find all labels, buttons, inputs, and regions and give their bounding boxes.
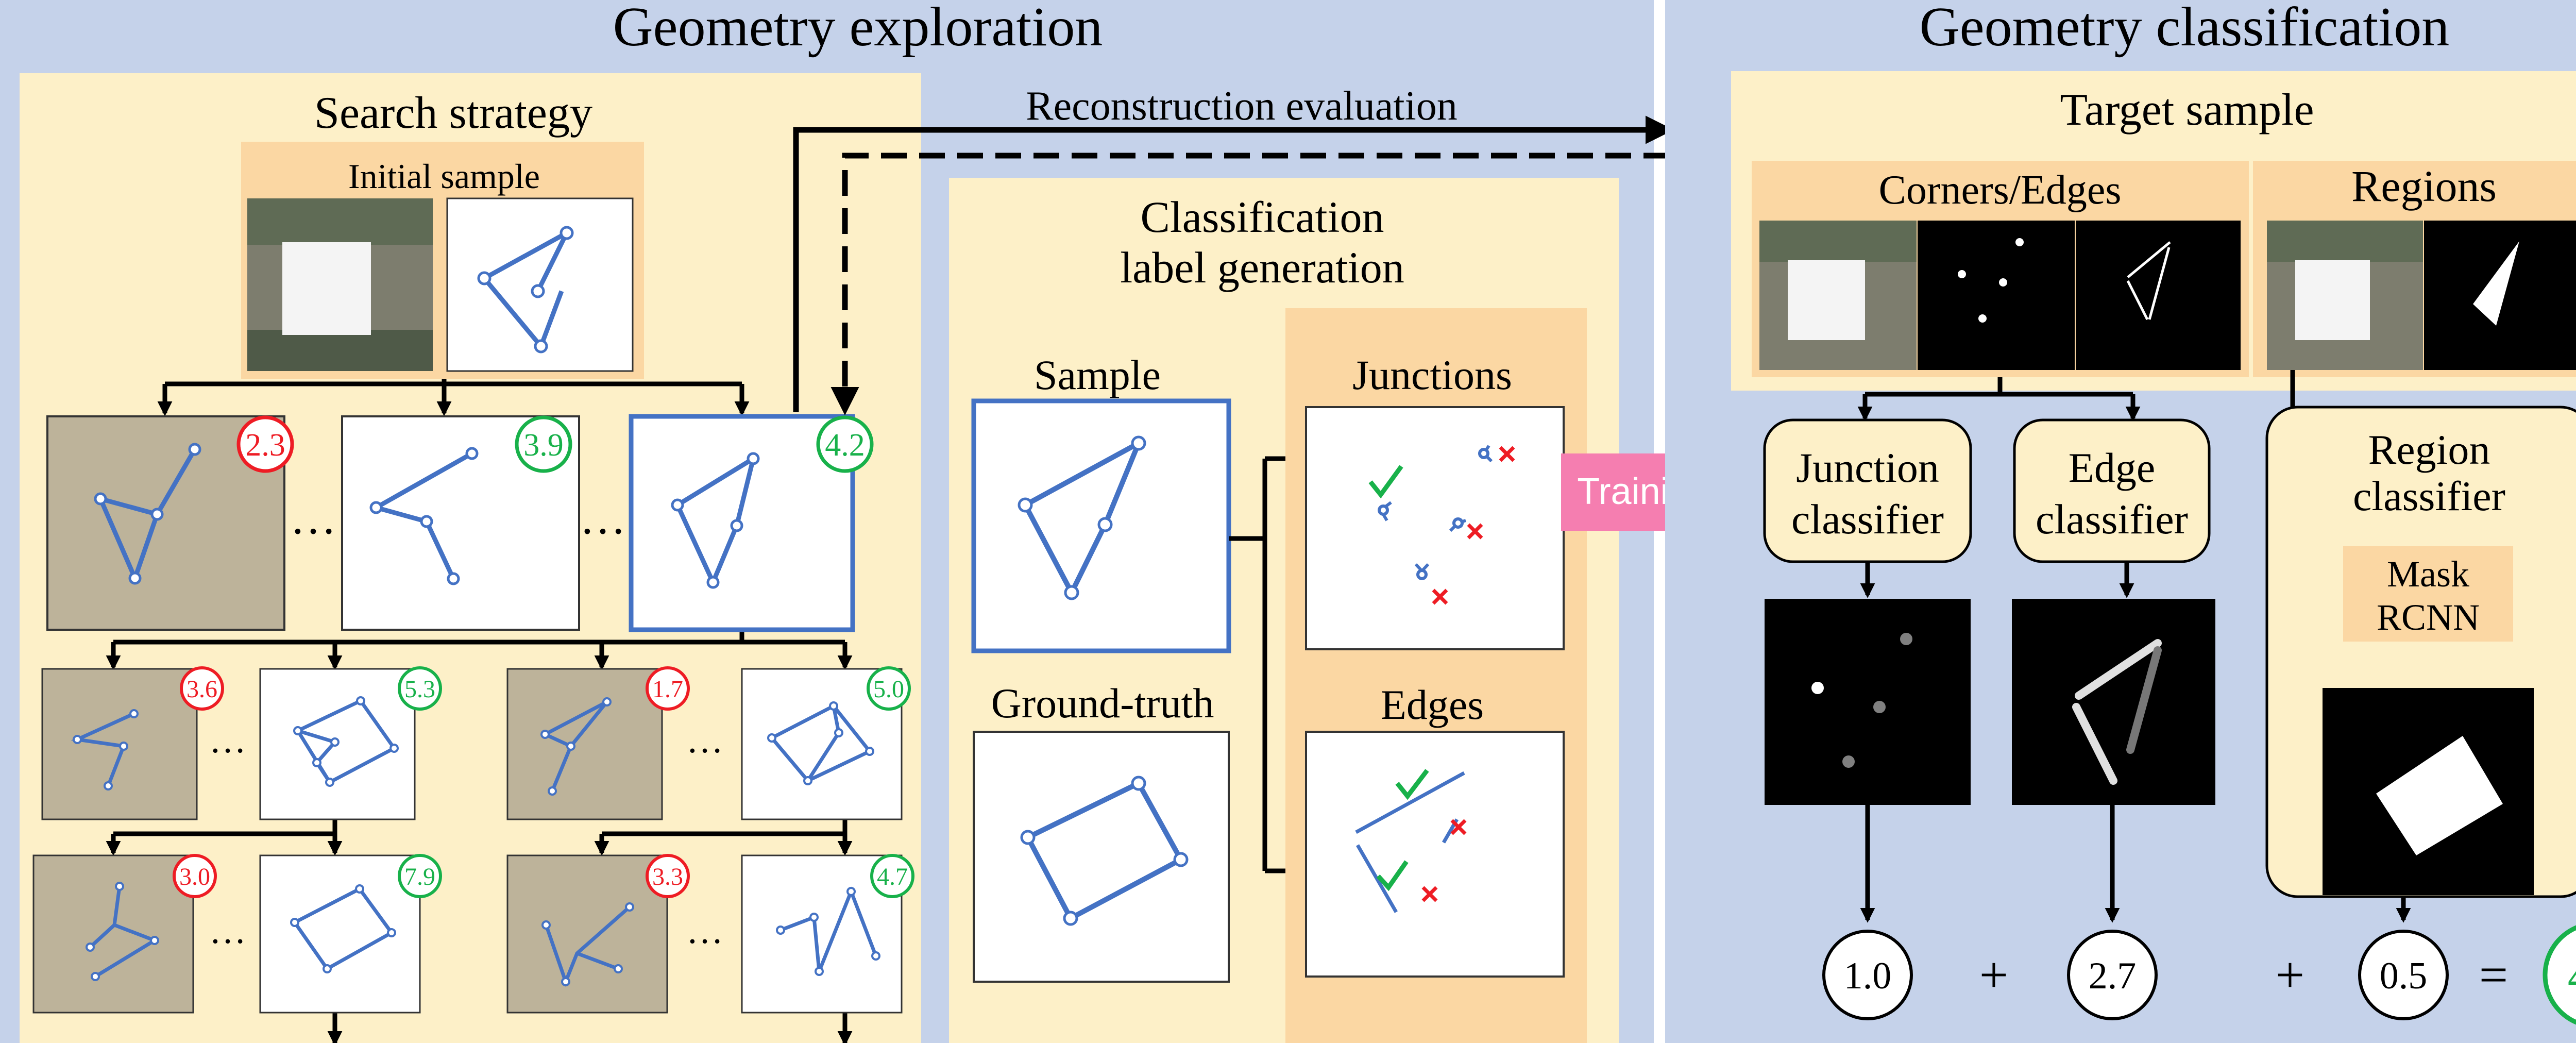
edge-score [2067, 930, 2158, 1020]
ground-truth-label: Ground-truth [991, 680, 1214, 727]
cross-icon [1432, 588, 1448, 605]
score-text: 3.9 [523, 428, 564, 463]
edge-classifier-label: Edge [2069, 444, 2155, 491]
score-badge [646, 666, 690, 711]
region-score-text: 0.5 [2380, 955, 2428, 997]
score-badge [870, 854, 914, 898]
score-text: 4.7 [877, 863, 908, 890]
junction-output-map [1765, 599, 1971, 805]
score-text: 4.2 [825, 428, 865, 463]
region-classifier-label: Region [2368, 426, 2490, 473]
total-score [2543, 925, 2576, 1025]
edges-label: Edges [1381, 681, 1484, 728]
cross-icon [1467, 523, 1483, 540]
ground-truth-image [973, 731, 1230, 983]
initial-geometry [481, 231, 568, 351]
tree-connectors [106, 379, 853, 1043]
score-badge [173, 854, 217, 898]
mask-rcnn-label: Mask [2387, 553, 2469, 595]
candidate-thumbnail [32, 854, 194, 1014]
check-icon [1395, 769, 1429, 800]
ellipsis: … [580, 493, 626, 544]
ellipsis: … [686, 719, 723, 761]
region-classifier-label: classifier [2353, 473, 2505, 519]
total-score-text: 4.2 [2568, 951, 2576, 1002]
initial-satellite-image [247, 198, 433, 371]
junctions-image [1305, 406, 1565, 650]
score-text: 7.9 [404, 863, 435, 890]
score-badge [816, 415, 874, 473]
sample-label: Sample [1034, 351, 1161, 398]
plus-sign: + [1979, 946, 2008, 1003]
exploration-title: Geometry exploration [613, 0, 1103, 58]
edge-output-map [2012, 599, 2215, 805]
score-text: 5.3 [404, 676, 435, 703]
score-badge [646, 854, 690, 898]
junction-score [1822, 930, 1913, 1020]
score-badge [867, 666, 911, 711]
cross-icon [1450, 819, 1467, 835]
score-badge [398, 666, 442, 711]
junction-score-text: 1.0 [1844, 955, 1892, 997]
reconstruction-evaluation-label: Reconstruction evaluation [1026, 83, 1458, 129]
mask-rcnn-box [2343, 546, 2513, 642]
ellipsis: … [290, 493, 336, 544]
score-text: 5.0 [873, 676, 904, 703]
corner-map-image [1918, 221, 2075, 370]
edge-classifier-label: classifier [2036, 496, 2188, 543]
check-icon [1368, 465, 1403, 499]
evaluation-arrow [793, 115, 1674, 412]
mask-rcnn-label: RCNN [2377, 597, 2480, 638]
region-score [2358, 930, 2449, 1020]
candidate-thumbnail [41, 668, 198, 820]
label-generation-title: Classification [1141, 192, 1384, 242]
score-badge [398, 854, 442, 898]
target-sample-title: Target sample [2060, 85, 2314, 135]
classification-title: Geometry classification [1920, 0, 2450, 58]
edges-image [1305, 731, 1565, 978]
candidate-thumbnail-selected [629, 414, 855, 632]
equals-sign: = [2479, 946, 2508, 1003]
initial-sample-label: Initial sample [348, 157, 540, 196]
search-strategy-title: Search strategy [314, 88, 592, 138]
candidate-thumbnail [506, 854, 668, 1014]
edge-map-image [2076, 221, 2241, 370]
candidate-thumbnail [506, 668, 663, 820]
score-return-arrow [831, 153, 1669, 415]
score-text: 2.3 [245, 428, 285, 463]
candidate-thumbnail [259, 668, 416, 820]
edge-classifier-box [2013, 418, 2211, 563]
corners-edges-label: Corners/Edges [1878, 167, 2121, 213]
plus-sign: + [2276, 946, 2304, 1003]
region-satellite-image [2267, 221, 2423, 370]
regions-label: Regions [2351, 161, 2497, 211]
target-satellite-image [1759, 221, 1917, 370]
junction-classifier-label: Junction [1796, 444, 1939, 491]
candidate-thumbnail [259, 854, 421, 1014]
label-generation-title: label generation [1120, 243, 1404, 292]
score-badge [515, 415, 572, 473]
score-text: 3.3 [652, 863, 683, 890]
ellipsis: … [686, 910, 723, 951]
junction-glyphs [1378, 445, 1493, 580]
junctions-label: Junctions [1352, 351, 1512, 398]
cross-icon [1499, 446, 1515, 462]
ellipsis: … [209, 719, 246, 761]
ellipsis: … [209, 910, 246, 951]
junction-classifier-label: classifier [1791, 496, 1944, 543]
score-badge [180, 666, 224, 711]
cross-icon [1421, 886, 1438, 902]
score-text: 3.6 [187, 676, 217, 703]
score-text: 3.0 [179, 863, 210, 890]
score-text: 1.7 [652, 676, 683, 703]
score-badge [236, 415, 294, 473]
check-icon [1376, 860, 1409, 891]
edge-score-text: 2.7 [2089, 955, 2137, 997]
junction-classifier-box [1763, 418, 1972, 563]
